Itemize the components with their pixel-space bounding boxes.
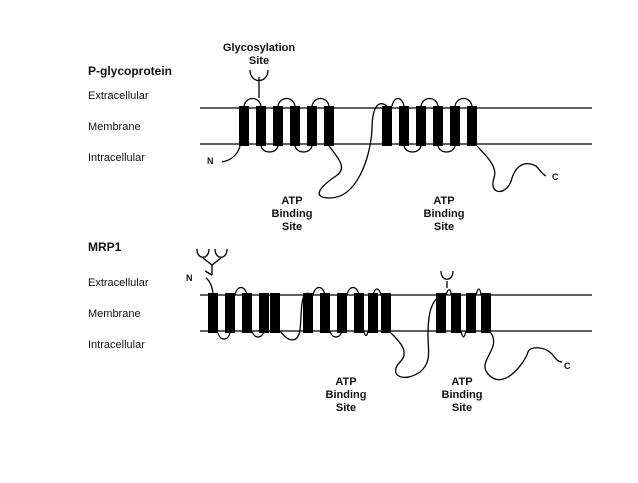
pgp-helix <box>239 106 249 146</box>
mrp1-title: MRP1 <box>88 240 122 254</box>
pgp-c-terminus-label: C <box>552 172 559 182</box>
mrp1-glycosylation-icon <box>440 270 454 288</box>
mrp1-helix <box>466 293 476 333</box>
pgp-helix <box>256 106 266 146</box>
mrp1-helix <box>208 293 218 333</box>
pgp-helix <box>273 106 283 146</box>
mrp1-atp-site-1-label: ATP Binding Site <box>325 376 367 414</box>
mrp1-helix <box>381 293 391 333</box>
pgp-atp-site-1-label: ATP Binding Site <box>271 195 313 233</box>
mrp1-glycosylation-icon-branched <box>196 248 228 276</box>
mrp1-helix <box>354 293 364 333</box>
mrp1-helix <box>270 293 280 333</box>
mrp1-helix <box>451 293 461 333</box>
mrp1-helix <box>337 293 347 333</box>
pgp-glycosylation-label: Glycosylation Site <box>222 42 296 67</box>
pgp-title: P-glycoprotein <box>88 64 173 78</box>
mrp1-n-terminus-label: N <box>186 273 193 283</box>
pgp-domain2-helices <box>382 106 477 146</box>
mrp1-intracellular-label: Intracellular <box>88 339 145 351</box>
mrp1-helix <box>225 293 235 333</box>
pgp-extracellular-label: Extracellular <box>88 90 149 102</box>
mrp1-atp-loop-2 <box>484 332 563 381</box>
pgp-atp-loop-2 <box>476 145 547 193</box>
mrp1-helix <box>320 293 330 333</box>
mrp1-helix <box>259 293 269 333</box>
pgp-helix <box>290 106 300 146</box>
mrp1-helix <box>481 293 491 333</box>
pgp-glycosylation-icon <box>249 69 269 98</box>
mrp1-tmd0-helices <box>208 293 280 333</box>
pgp-intracellular-label: Intracellular <box>88 152 145 164</box>
mrp1-linker <box>279 292 309 341</box>
pgp-membrane-label: Membrane <box>88 121 141 133</box>
mrp1-atp-site-2-label: ATP Binding Site <box>441 376 483 414</box>
pgp-helix <box>382 106 392 146</box>
mrp1-helix <box>303 293 313 333</box>
pgp-helix <box>467 106 477 146</box>
mrp1-membrane-label: Membrane <box>88 308 141 320</box>
mrp1-tmd1-helices <box>303 293 391 333</box>
pgp-atp-site-2-label: ATP Binding Site <box>423 195 465 233</box>
mrp1-n-tail <box>205 277 214 294</box>
pgp-helix <box>450 106 460 146</box>
mrp1-helix <box>242 293 252 333</box>
pgp-n-terminus-label: N <box>207 156 214 166</box>
mrp1-helix <box>368 293 378 333</box>
mrp1-tmd2-helices <box>436 293 491 333</box>
pgp-domain1-helices <box>239 106 334 146</box>
mrp1-c-terminus-label: C <box>564 361 571 371</box>
pgp-n-tail <box>221 145 241 163</box>
mrp1-extracellular-label: Extracellular <box>88 277 149 289</box>
pgp-helix <box>433 106 443 146</box>
pgp-helix <box>307 106 317 146</box>
pgp-loops <box>221 97 547 199</box>
mrp1-helix <box>436 293 446 333</box>
mrp1-loops <box>205 277 563 381</box>
pgp-atp-loop-1 <box>318 103 388 199</box>
pgp-helix <box>416 106 426 146</box>
mrp1-atp-loop-1 <box>390 294 442 378</box>
pgp-helix <box>399 106 409 146</box>
pgp-helix <box>324 106 334 146</box>
